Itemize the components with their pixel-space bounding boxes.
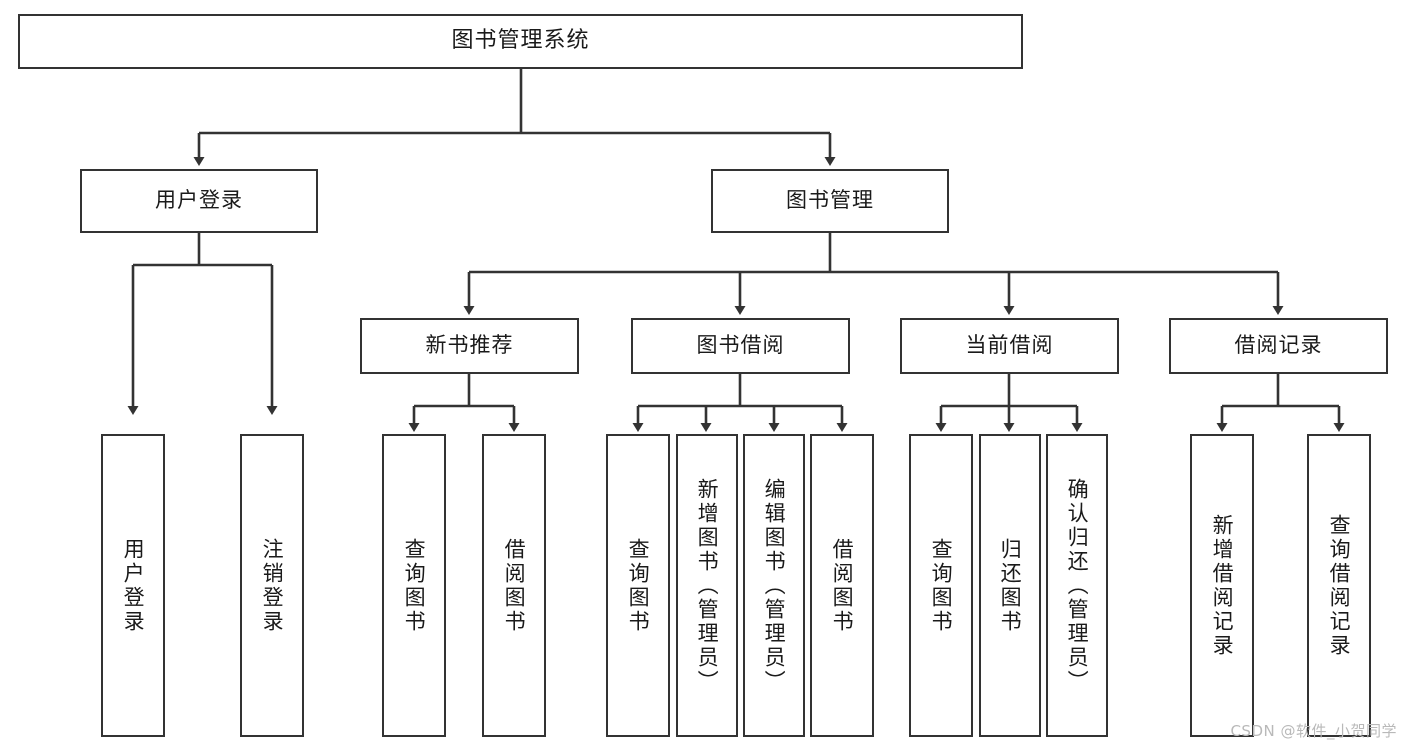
leaf-add-borrow-record[interactable]: 新增借阅记录: [1190, 434, 1254, 737]
leaf-user-login[interactable]: 用户登录: [101, 434, 165, 737]
node-label: 当前借阅: [965, 333, 1054, 358]
node-label: 借阅图书: [502, 537, 527, 634]
node-user-login[interactable]: 用户登录: [80, 169, 318, 233]
leaf-query-book-current[interactable]: 查询图书: [909, 434, 973, 737]
node-borrow-record[interactable]: 借阅记录: [1169, 318, 1388, 374]
node-label: 注销登录: [260, 537, 285, 634]
node-label: 归还图书: [998, 537, 1023, 634]
node-label: 用户登录: [121, 537, 146, 634]
node-current-borrow[interactable]: 当前借阅: [900, 318, 1119, 374]
leaf-edit-book-admin[interactable]: 编辑图书（管理员）: [743, 434, 805, 737]
leaf-query-book-recommend[interactable]: 查询图书: [382, 434, 446, 737]
node-new-book-recommend[interactable]: 新书推荐: [360, 318, 579, 374]
leaf-user-logout[interactable]: 注销登录: [240, 434, 304, 737]
node-label: 图书管理: [786, 188, 874, 213]
node-label: 图书借阅: [696, 333, 785, 358]
node-label: 新增借阅记录: [1210, 513, 1235, 658]
node-label: 用户登录: [155, 188, 243, 213]
node-label: 查询图书: [626, 537, 651, 634]
leaf-borrow-book-recommend[interactable]: 借阅图书: [482, 434, 546, 737]
node-label: 查询图书: [929, 537, 954, 634]
leaf-query-book-borrow[interactable]: 查询图书: [606, 434, 670, 737]
node-label: 图书管理系统: [451, 28, 590, 54]
node-label: 新增图书（管理员）: [695, 477, 720, 694]
leaf-add-book-admin[interactable]: 新增图书（管理员）: [676, 434, 738, 737]
leaf-return-book[interactable]: 归还图书: [979, 434, 1041, 737]
node-label: 查询图书: [402, 537, 427, 634]
node-root-system[interactable]: 图书管理系统: [18, 14, 1023, 69]
leaf-confirm-return-admin[interactable]: 确认归还（管理员）: [1046, 434, 1108, 737]
node-label: 查询借阅记录: [1327, 513, 1352, 658]
leaf-borrow-book[interactable]: 借阅图书: [810, 434, 874, 737]
leaf-query-borrow-record[interactable]: 查询借阅记录: [1307, 434, 1371, 737]
node-label: 借阅图书: [830, 537, 855, 634]
node-book-borrow[interactable]: 图书借阅: [631, 318, 850, 374]
watermark: CSDN @软件_小贺同学: [1230, 722, 1397, 740]
node-label: 新书推荐: [425, 333, 514, 358]
node-label: 编辑图书（管理员）: [762, 477, 787, 694]
node-book-management[interactable]: 图书管理: [711, 169, 949, 233]
node-label: 借阅记录: [1234, 333, 1323, 358]
node-label: 确认归还（管理员）: [1065, 477, 1090, 694]
